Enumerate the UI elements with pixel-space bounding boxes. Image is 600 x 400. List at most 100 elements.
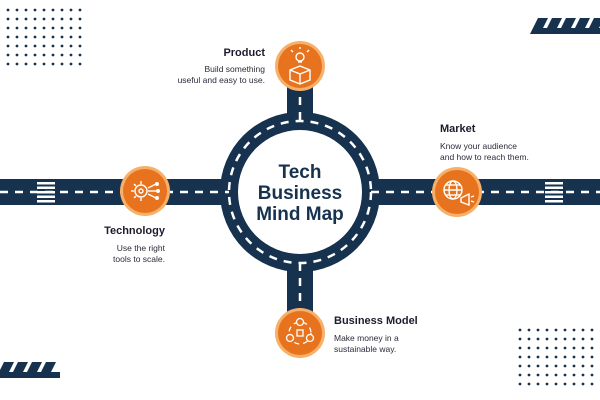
decorative-dot bbox=[527, 382, 531, 386]
center-title-line-1: Tech bbox=[278, 162, 322, 183]
decorative-dot bbox=[78, 44, 82, 48]
decorative-dot bbox=[60, 35, 64, 39]
decorative-dot bbox=[51, 17, 55, 21]
market-description-line-2: and how to reach them. bbox=[440, 152, 529, 162]
decorative-dot bbox=[69, 62, 73, 66]
stripe-pattern-top-right bbox=[530, 18, 600, 34]
decorative-dot bbox=[590, 364, 594, 368]
technology-description-line-2: tools to scale. bbox=[113, 254, 165, 264]
globe-megaphone-icon bbox=[443, 180, 475, 207]
business-model-description-line-2: sustainable way. bbox=[334, 344, 397, 354]
decorative-dot bbox=[6, 26, 10, 30]
technology-description: Use the right tools to scale. bbox=[80, 243, 165, 265]
decorative-dot bbox=[536, 355, 540, 359]
decorative-dot bbox=[6, 53, 10, 57]
decorative-dot bbox=[545, 373, 549, 377]
decorative-dot bbox=[60, 17, 64, 21]
decorative-dot bbox=[60, 8, 64, 12]
decorative-dot bbox=[69, 53, 73, 57]
center-title-line-2: Business bbox=[257, 183, 343, 204]
decorative-dot bbox=[78, 8, 82, 12]
decorative-dot bbox=[24, 44, 28, 48]
decorative-dot bbox=[42, 26, 46, 30]
decorative-dot bbox=[15, 44, 19, 48]
decorative-dot bbox=[554, 364, 558, 368]
crosswalk-west bbox=[37, 182, 55, 203]
decorative-dot bbox=[581, 346, 585, 350]
decorative-dot bbox=[545, 355, 549, 359]
crosswalk-east bbox=[545, 182, 563, 203]
decorative-dot bbox=[545, 346, 549, 350]
decorative-dot bbox=[527, 355, 531, 359]
decorative-dot bbox=[536, 364, 540, 368]
decorative-dot bbox=[536, 382, 540, 386]
decorative-dot bbox=[554, 337, 558, 341]
decorative-dot bbox=[42, 35, 46, 39]
decorative-dot bbox=[572, 337, 576, 341]
decorative-dot bbox=[33, 44, 37, 48]
technology-title: Technology bbox=[104, 225, 165, 237]
decorative-dot bbox=[33, 17, 37, 21]
decorative-dot bbox=[572, 373, 576, 377]
market-title: Market bbox=[440, 123, 476, 135]
decorative-dot bbox=[590, 382, 594, 386]
decorative-dot bbox=[51, 53, 55, 57]
decorative-dot bbox=[554, 355, 558, 359]
decorative-dot bbox=[590, 328, 594, 332]
decorative-dot bbox=[24, 53, 28, 57]
gear-circuit-icon bbox=[131, 181, 160, 201]
decorative-dot bbox=[24, 17, 28, 21]
decorative-dot bbox=[6, 8, 10, 12]
decorative-dot bbox=[563, 346, 567, 350]
node-product bbox=[275, 41, 325, 91]
decorative-dot bbox=[42, 8, 46, 12]
decorative-dot bbox=[24, 35, 28, 39]
decorative-dot bbox=[42, 44, 46, 48]
decorative-dot bbox=[69, 8, 73, 12]
decorative-dot bbox=[51, 26, 55, 30]
decorative-dot bbox=[518, 328, 522, 332]
decorative-dot bbox=[24, 26, 28, 30]
decorative-dot bbox=[42, 53, 46, 57]
decorative-dot bbox=[590, 355, 594, 359]
decorative-dot bbox=[590, 346, 594, 350]
decorative-dot bbox=[78, 35, 82, 39]
decorative-dot bbox=[572, 355, 576, 359]
decorative-dot bbox=[60, 44, 64, 48]
decorative-dot bbox=[536, 346, 540, 350]
market-description-line-1: Know your audience bbox=[440, 141, 518, 151]
decorative-dot bbox=[69, 17, 73, 21]
decorative-dot bbox=[24, 62, 28, 66]
decorative-dot bbox=[590, 373, 594, 377]
decorative-dot bbox=[69, 26, 73, 30]
product-description: Build something useful and easy to use. bbox=[150, 64, 265, 86]
decorative-dot bbox=[78, 53, 82, 57]
decorative-dot bbox=[33, 35, 37, 39]
decorative-dot bbox=[554, 382, 558, 386]
decorative-dot bbox=[518, 373, 522, 377]
decorative-dot bbox=[563, 328, 567, 332]
stripe-pattern-bottom-left bbox=[0, 362, 60, 378]
product-title: Product bbox=[223, 47, 265, 59]
decorative-dot bbox=[581, 355, 585, 359]
node-market bbox=[432, 167, 482, 217]
decorative-dot bbox=[6, 62, 10, 66]
decorative-dot bbox=[581, 373, 585, 377]
center-title: Tech Business Mind Map bbox=[240, 162, 360, 225]
decorative-dot bbox=[536, 373, 540, 377]
decorative-dot bbox=[527, 364, 531, 368]
product-description-line-2: useful and easy to use. bbox=[177, 75, 265, 85]
business-model-description-line-1: Make money in a bbox=[334, 333, 399, 343]
node-business-model bbox=[275, 308, 325, 358]
dot-grid-top-left bbox=[6, 8, 82, 66]
decorative-dot bbox=[518, 364, 522, 368]
decorative-dot bbox=[15, 8, 19, 12]
technology-description-line-1: Use the right bbox=[116, 243, 165, 253]
decorative-dot bbox=[60, 53, 64, 57]
decorative-dot bbox=[518, 355, 522, 359]
decorative-dot bbox=[6, 44, 10, 48]
business-model-title: Business Model bbox=[334, 315, 418, 327]
decorative-dot bbox=[563, 337, 567, 341]
decorative-dot bbox=[69, 35, 73, 39]
